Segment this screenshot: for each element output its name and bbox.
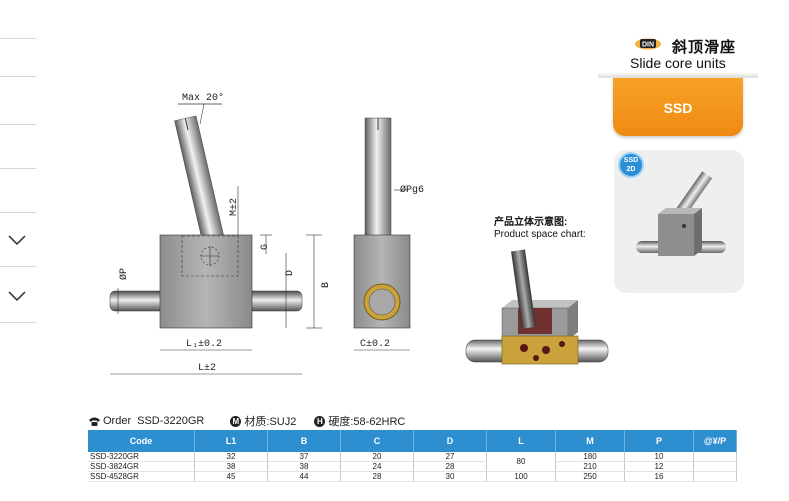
rail-divider xyxy=(0,168,36,169)
column-header-l1: L1 xyxy=(194,430,268,452)
cell-price xyxy=(693,452,737,462)
max-angle-label: Max 20° xyxy=(182,92,224,104)
order-info-row: Order SSD-3220GR M 材质:SUJ2 H 硬度:58-62HRC xyxy=(88,414,405,428)
m-dimension-label: M±2 xyxy=(229,198,240,216)
rail-divider xyxy=(0,38,36,39)
badge-2d[interactable]: SSD 2D xyxy=(618,152,644,178)
l1-dimension-label: L₁±0.2 xyxy=(186,339,222,350)
p-dimension-label: ØP xyxy=(118,268,130,280)
g-dimension-label: G xyxy=(260,244,271,250)
product-title-en: Slide core units xyxy=(630,55,726,71)
cell-b: 37 xyxy=(267,452,341,462)
cell-m: 210 xyxy=(555,461,625,472)
cell-d: 30 xyxy=(413,471,487,482)
spec-table: Code L1 B C D L M P @¥/P SSD-3220GR 32 3… xyxy=(88,430,737,482)
phone-icon xyxy=(89,417,100,426)
cell-price xyxy=(693,461,737,472)
cell-p: 10 xyxy=(624,452,694,462)
hardness-text: 硬度:58-62HRC xyxy=(328,416,406,428)
space-chart-label-cn: 产品立体示意图: xyxy=(494,217,568,228)
space-chart-label: 产品立体示意图: Product space chart: xyxy=(494,217,586,241)
product-title-cn: 斜顶滑座 xyxy=(672,39,737,56)
tab-ssd-label: SSD xyxy=(663,100,693,116)
material-icon: M xyxy=(230,415,242,427)
cell-b: 38 xyxy=(267,461,341,472)
d-dimension-label: D xyxy=(285,270,296,276)
column-header-d: D xyxy=(413,430,487,452)
b-dimension-label: B xyxy=(321,282,332,288)
column-header-l: L xyxy=(486,430,556,452)
cell-price xyxy=(693,471,737,482)
product-photo xyxy=(614,150,744,293)
cell-c: 24 xyxy=(340,461,414,472)
rail-divider xyxy=(0,76,36,77)
cell-l-merged: 80 xyxy=(486,452,556,472)
rail-divider xyxy=(0,212,36,213)
chevron-down-icon[interactable] xyxy=(7,233,27,247)
tab-shadow xyxy=(598,72,758,78)
cell-l1: 45 xyxy=(194,471,268,482)
cell-code: SSD-3824GR xyxy=(88,461,195,472)
product-3d-render xyxy=(465,249,609,365)
badge-2d-line1: SSD xyxy=(623,157,639,164)
badge-2d-line2: 2D xyxy=(626,166,636,173)
column-header-price: @¥/P xyxy=(693,430,737,452)
cell-d: 28 xyxy=(413,461,487,472)
space-chart-label-en: Product space chart: xyxy=(494,229,586,240)
cell-code: SSD-4528GR xyxy=(88,471,195,482)
table-row: SSD-3824GR 38 38 24 28 210 12 xyxy=(88,461,737,472)
column-header-c: C xyxy=(340,430,414,452)
column-header-b: B xyxy=(267,430,341,452)
cell-l-last: 100 xyxy=(486,471,556,482)
cell-c: 28 xyxy=(340,471,414,482)
order-code: SSD-3220GR xyxy=(137,415,205,427)
front-block xyxy=(159,234,253,329)
cell-m: 250 xyxy=(555,471,625,482)
cell-c: 20 xyxy=(340,452,414,462)
product-brand-header: DIN 斜顶滑座 Slide core units xyxy=(600,30,750,71)
order-label: Order xyxy=(103,415,132,427)
table-row: SSD-4528GR 45 44 28 30 100 250 16 xyxy=(88,471,737,482)
rail-divider xyxy=(0,266,36,267)
l-dimension-label: L±2 xyxy=(198,363,216,374)
din-badge-icon: DIN xyxy=(635,38,661,50)
left-rail xyxy=(0,0,36,501)
rail-divider xyxy=(0,322,36,323)
technical-drawing: Max 20° M±2 G D B ØP L₁±0.2 L±2 ØPg6 C±0… xyxy=(109,92,424,375)
cell-l1: 32 xyxy=(194,452,268,462)
chevron-down-icon[interactable] xyxy=(7,289,27,303)
cell-p: 16 xyxy=(624,471,694,482)
side-rod xyxy=(364,117,392,237)
tab-ssd[interactable]: SSD xyxy=(613,78,743,136)
cell-code: SSD-3220GR xyxy=(88,452,195,462)
column-header-p: P xyxy=(624,430,694,452)
hardness-icon: H xyxy=(314,415,326,427)
cell-b: 44 xyxy=(267,471,341,482)
din-badge-text: DIN xyxy=(642,41,654,48)
table-header-row: Code L1 B C D L M P @¥/P xyxy=(88,430,737,452)
cell-m: 180 xyxy=(555,452,625,462)
cell-p: 12 xyxy=(624,461,694,472)
cell-l1: 38 xyxy=(194,461,268,472)
column-header-m: M xyxy=(555,430,625,452)
product-photo-image xyxy=(636,171,726,256)
material-text: 材质:SUJ2 xyxy=(244,416,297,428)
cell-d: 27 xyxy=(413,452,487,462)
column-header-code: Code xyxy=(88,430,195,452)
rail-divider xyxy=(0,124,36,125)
c-dimension-label: C±0.2 xyxy=(360,339,390,350)
table-row: SSD-3220GR 32 37 20 27 80 180 10 xyxy=(88,452,737,472)
pg6-dimension-label: ØPg6 xyxy=(400,184,424,196)
